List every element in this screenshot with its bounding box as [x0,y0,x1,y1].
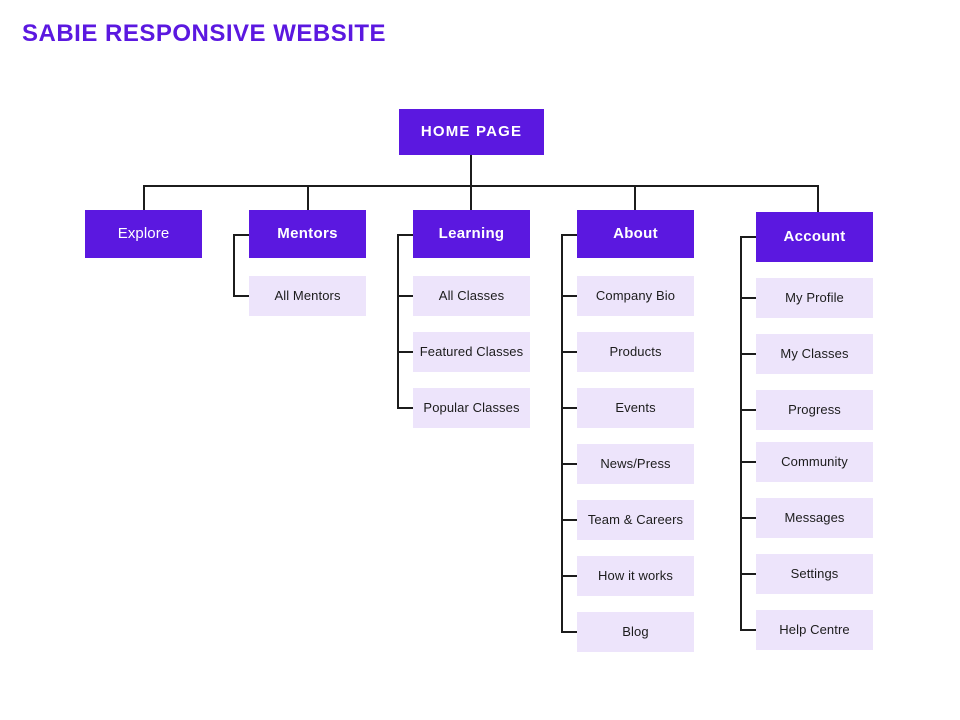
node-all-classes[interactable]: All Classes [413,276,530,316]
node-all-mentors[interactable]: All Mentors [249,276,366,316]
connector-learning-child-2 [397,407,413,409]
connector-about-child-0 [561,295,577,297]
connector-learning-child-0 [397,295,413,297]
connector-mentors-trunk [233,234,235,297]
connector-about-child-5 [561,575,577,577]
connector-mentors-stub [233,234,249,236]
connector-learning-stub [397,234,413,236]
connector-account-trunk [740,236,742,631]
connector-about-child-2 [561,407,577,409]
node-team-careers[interactable]: Team & Careers [577,500,694,540]
connector-about-trunk [561,234,563,633]
node-my-profile[interactable]: My Profile [756,278,873,318]
page-title: SABIE RESPONSIVE WEBSITE [22,20,387,47]
connector-drop-explore [143,185,145,210]
node-news-press[interactable]: News/Press [577,444,694,484]
connector-about-stub [561,234,577,236]
node-help-centre[interactable]: Help Centre [756,610,873,650]
connector-account-child-0 [740,297,756,299]
node-messages[interactable]: Messages [756,498,873,538]
connector-account-child-5 [740,573,756,575]
connector-learning-child-1 [397,351,413,353]
node-mentors[interactable]: Mentors [249,210,366,258]
node-products[interactable]: Products [577,332,694,372]
node-events[interactable]: Events [577,388,694,428]
connector-drop-about [634,185,636,210]
node-home-page[interactable]: HOME PAGE [399,109,544,155]
connector-drop-account [817,185,819,212]
node-about[interactable]: About [577,210,694,258]
node-progress[interactable]: Progress [756,390,873,430]
connector-account-child-4 [740,517,756,519]
node-learning[interactable]: Learning [413,210,530,258]
node-my-classes[interactable]: My Classes [756,334,873,374]
node-blog[interactable]: Blog [577,612,694,652]
node-community[interactable]: Community [756,442,873,482]
connector-about-child-4 [561,519,577,521]
connector-learning-trunk [397,234,399,409]
connector-drop-mentors [307,185,309,210]
node-how-it-works[interactable]: How it works [577,556,694,596]
connector-about-child-3 [561,463,577,465]
connector-account-child-6 [740,629,756,631]
connector-mentors-child-0 [233,295,249,297]
connector-about-child-1 [561,351,577,353]
connector-about-child-6 [561,631,577,633]
node-settings[interactable]: Settings [756,554,873,594]
node-company-bio[interactable]: Company Bio [577,276,694,316]
node-popular-classes[interactable]: Popular Classes [413,388,530,428]
connector-account-child-2 [740,409,756,411]
connector-account-child-1 [740,353,756,355]
connector-account-child-3 [740,461,756,463]
node-explore[interactable]: Explore [85,210,202,258]
node-account[interactable]: Account [756,212,873,262]
connector-account-stub [740,236,756,238]
connector-root-bus [143,185,819,187]
connector-drop-learning [470,185,472,210]
connector-root-stem [470,155,472,186]
node-featured-classes[interactable]: Featured Classes [413,332,530,372]
